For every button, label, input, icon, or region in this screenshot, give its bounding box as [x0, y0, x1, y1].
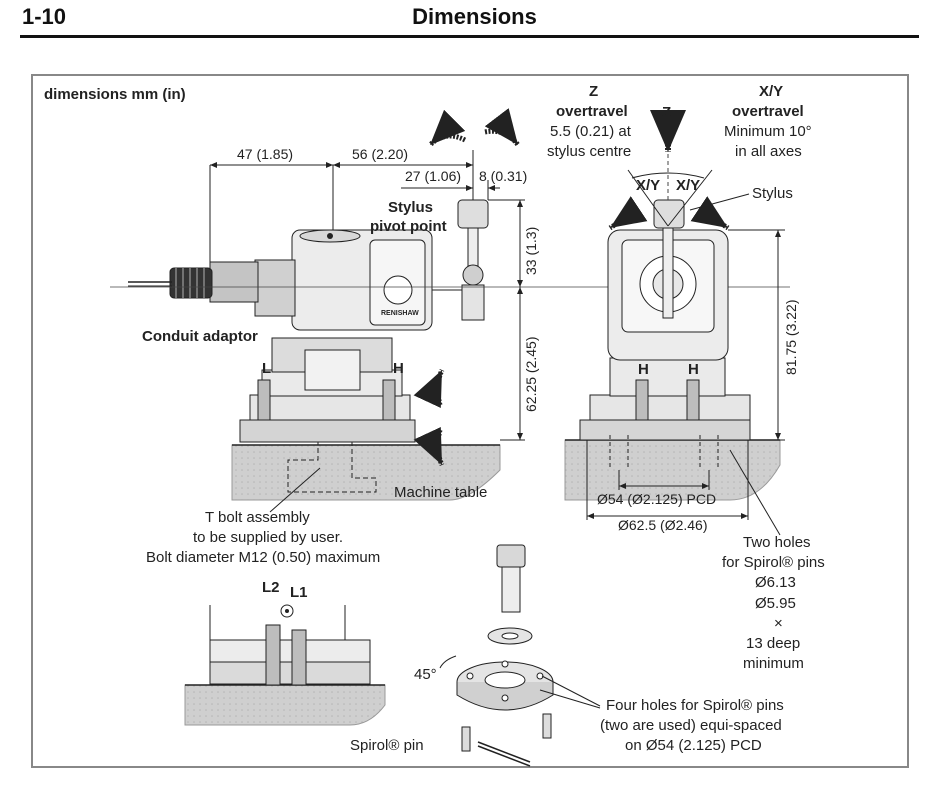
- conduit-adaptor-label: Conduit adaptor: [142, 328, 258, 345]
- xy-arrow-right: [690, 196, 730, 231]
- stylus-pivot-label-2: pivot point: [370, 218, 447, 235]
- stylus-tip: [457, 199, 489, 229]
- stylus-pivot-label-1: Stylus: [388, 199, 433, 216]
- xy-arrow-left: [608, 196, 648, 231]
- front-view: Z X/Y X/Y Z overtravel 5.5 (0.21) at sty…: [547, 83, 812, 536]
- stylus-label: Stylus: [752, 185, 793, 202]
- cap-screw-shank: [501, 566, 521, 613]
- xy-overtravel-label: overtravel: [732, 103, 804, 120]
- conduit-spring: [169, 267, 213, 299]
- machine-table-label: Machine table: [394, 484, 487, 501]
- brand-logo: RENISHAW: [381, 310, 419, 317]
- front-screw-right: [686, 379, 700, 421]
- tilt-arrow-down: [413, 426, 445, 467]
- detail-screw-l2: [265, 624, 281, 686]
- detail-screw-l1: [291, 629, 307, 686]
- dim-pcd: Ø54 (Ø2.125) PCD: [597, 491, 716, 507]
- t-bolt-hidden: [287, 440, 377, 493]
- dim-62-25: 62.25 (2.45): [523, 337, 539, 413]
- rotate-arrow-right: [484, 108, 520, 147]
- holes-note-3: Ø6.13: [755, 574, 796, 591]
- t-bolt-line-3: Bolt diameter M12 (0.50) maximum: [146, 549, 380, 566]
- figure-frame: [31, 74, 909, 768]
- z-overtravel-label: overtravel: [556, 103, 628, 120]
- dim-33: 33 (1.3): [523, 227, 539, 275]
- dim-56: 56 (2.20): [352, 146, 408, 162]
- tilt-arrow-up: [413, 368, 445, 409]
- adjust-screw-left: [257, 379, 271, 421]
- holes-note-7: minimum: [743, 655, 804, 672]
- front-label-h1: H: [638, 361, 649, 378]
- holes-note-2: for Spirol® pins: [722, 554, 825, 571]
- z-value-2: stylus centre: [547, 143, 631, 160]
- xy-right-label: X/Y: [676, 177, 700, 194]
- holes-note-6: 13 deep: [746, 635, 800, 652]
- t-bolt-line-1: T bolt assembly: [205, 509, 310, 526]
- xy-title: X/Y: [759, 83, 783, 100]
- screw-label-l: L: [262, 360, 271, 377]
- screw-label-h: H: [393, 360, 404, 377]
- side-view: RENISHAW: [110, 108, 790, 566]
- z-arrow-label: Z: [662, 104, 671, 121]
- xy-left-label: X/Y: [636, 177, 660, 194]
- cap-screw-head: [496, 544, 526, 568]
- spirol-pin-label: Spirol® pin: [350, 737, 424, 754]
- xy-axes-label: in all axes: [735, 143, 802, 160]
- xy-min-label: Minimum 10°: [724, 123, 812, 140]
- four-holes-2: (two are used) equi-spaced: [600, 717, 782, 734]
- detail-label-l2: L2: [262, 579, 280, 596]
- units-label: dimensions mm (in): [44, 86, 186, 103]
- z-value: 5.5 (0.21) at: [550, 123, 632, 140]
- exploded-view: 45° Four holes for Spirol® pins (two are…: [350, 544, 784, 767]
- front-screw-left: [635, 379, 649, 421]
- conduit-nut: [254, 259, 296, 317]
- dim-81-75: 81.75 (3.22): [783, 300, 799, 376]
- dim-8: 8 (0.31): [479, 168, 527, 184]
- detail-label-l1: L1: [290, 584, 308, 601]
- front-mount-block: [609, 357, 726, 397]
- four-holes-3: on Ø54 (2.125) PCD: [625, 737, 762, 754]
- four-holes-1: Four holes for Spirol® pins: [606, 697, 784, 714]
- rotate-arrow-left: [428, 109, 467, 147]
- front-base-plate: [589, 394, 751, 421]
- spirol-pin-right: [542, 713, 552, 739]
- holes-note-4: Ø5.95: [755, 595, 796, 612]
- page-number: 1-10: [22, 4, 67, 29]
- angle-45: 45°: [414, 666, 437, 683]
- holes-note: Two holes for Spirol® pins Ø6.13 Ø5.95 ×…: [722, 534, 825, 672]
- header-rule: [20, 35, 919, 38]
- holes-note-1: Two holes: [743, 534, 811, 551]
- page-title: Dimensions: [412, 4, 537, 29]
- dim-47: 47 (1.85): [237, 146, 293, 162]
- detail-view: L2 L1: [184, 579, 386, 726]
- holes-note-5: ×: [774, 615, 783, 632]
- t-bolt-line-2: to be supplied by user.: [193, 529, 343, 546]
- spirol-pin-left: [461, 726, 471, 752]
- dim-27: 27 (1.06): [405, 168, 461, 184]
- front-stylus-tip: [653, 199, 685, 229]
- dim-width: Ø62.5 (Ø2.46): [618, 517, 708, 533]
- front-label-h2: H: [688, 361, 699, 378]
- adjust-screw-right: [382, 379, 396, 421]
- z-title: Z: [589, 83, 598, 100]
- base-plate-bottom: [239, 419, 416, 443]
